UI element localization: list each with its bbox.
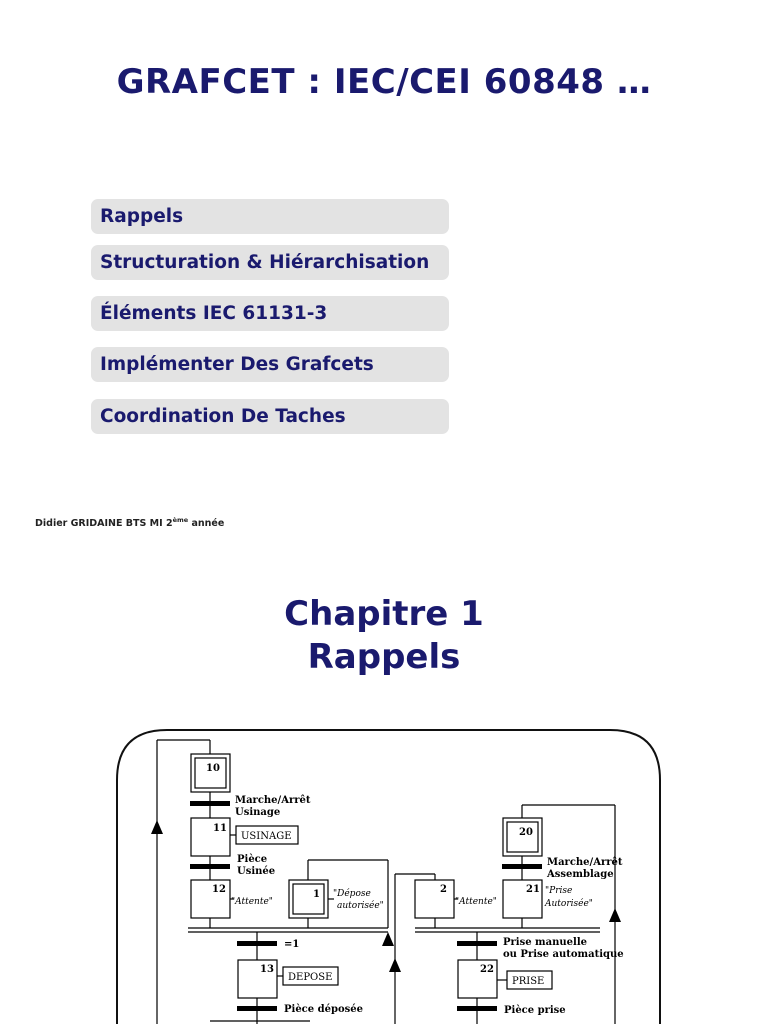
author-suffix: année: [188, 518, 225, 529]
t11-label-1: Pièce: [237, 854, 267, 865]
step-13: [237, 959, 278, 999]
step-10-inner: [194, 757, 227, 789]
step-10-number: 10: [206, 763, 220, 774]
piece-prise-label: Pièce prise: [504, 1005, 566, 1016]
t10-label-1: Marche/Arrêt: [235, 795, 311, 806]
step-21: [502, 879, 543, 919]
grafcet-diagram: 10 Marche/Arrêt Usinage 11 USINAGE Pièce…: [116, 729, 661, 1024]
step-21-number: 21: [526, 884, 540, 895]
t11-label-2: Usinée: [237, 866, 275, 877]
attente-mid-label: "Attente": [455, 897, 497, 907]
step-22-number: 22: [480, 964, 494, 975]
t20-label-1: Marche/Arrêt: [547, 857, 623, 868]
transition-eq1-bar: [237, 941, 277, 946]
action-depose-label: DEPOSE: [288, 972, 332, 983]
arrow-up-icon: [389, 958, 401, 972]
depose-label-2: autorisée": [337, 900, 384, 911]
step-13-number: 13: [260, 964, 274, 975]
step-12-number: 12: [212, 884, 226, 895]
depose-label-1: "Dépose: [333, 888, 371, 899]
eq1-label: =1: [284, 939, 299, 950]
step-20-number: 20: [519, 827, 533, 838]
prise-manuelle-2: ou Prise automatique: [503, 949, 624, 960]
prise-manuelle-1: Prise manuelle: [503, 937, 587, 948]
transition-11-bar: [190, 864, 230, 869]
author-name: Didier GRIDAINE BTS MI 2: [35, 518, 173, 529]
step-1-inner: [292, 883, 325, 915]
t10-label-2: Usinage: [235, 807, 280, 818]
t20-label-2: Assemblage: [546, 869, 614, 880]
action-prise-label: PRISE: [512, 976, 544, 987]
menu-item-structuration[interactable]: Structuration & Hiérarchisation: [91, 245, 449, 280]
chapter-number: Chapitre 1: [284, 594, 484, 634]
author-superscript: ème: [172, 516, 189, 524]
slide-title: GRAFCET : IEC/CEI 60848 …: [116, 62, 652, 102]
step-2: [414, 879, 455, 919]
chapter-title: Rappels: [307, 637, 461, 677]
attente-left-label: "Attente": [231, 897, 273, 907]
author-line: Didier GRIDAINE BTS MI 2ème année: [35, 516, 224, 529]
menu-item-rappels[interactable]: Rappels: [91, 199, 449, 234]
step-22: [457, 959, 498, 999]
prise-autorisee-1: "Prise: [545, 886, 572, 896]
transition-prise-bar: [457, 941, 497, 946]
menu-item-implementer[interactable]: Implémenter Des Grafcets: [91, 347, 449, 382]
step-20-inner: [506, 821, 539, 853]
diagram-frame: [116, 729, 661, 1024]
menu-item-elements-iec[interactable]: Éléments IEC 61131-3: [91, 296, 449, 331]
arrow-up-icon: [609, 908, 621, 922]
chapter-heading: Chapitre 1 Rappels: [0, 593, 768, 679]
prise-autorisee-2: Autorisée": [544, 898, 593, 909]
step-1-number: 1: [313, 889, 320, 900]
transition-22-bar: [457, 1006, 497, 1011]
piece-deposee-label: Pièce déposée: [284, 1004, 363, 1015]
step-11: [190, 817, 231, 857]
menu-item-coordination[interactable]: Coordination De Taches: [91, 399, 449, 434]
step-11-number: 11: [213, 823, 227, 834]
action-prise: [506, 970, 553, 990]
action-usinage-label: USINAGE: [241, 831, 292, 842]
action-usinage: [235, 825, 299, 845]
transition-20-bar: [502, 864, 542, 869]
action-depose: [282, 966, 339, 986]
arrow-up-icon: [382, 932, 394, 946]
transition-13-bar: [237, 1006, 277, 1011]
step-2-number: 2: [440, 884, 447, 895]
arrow-up-icon: [151, 820, 163, 834]
transition-10-bar: [190, 801, 230, 806]
